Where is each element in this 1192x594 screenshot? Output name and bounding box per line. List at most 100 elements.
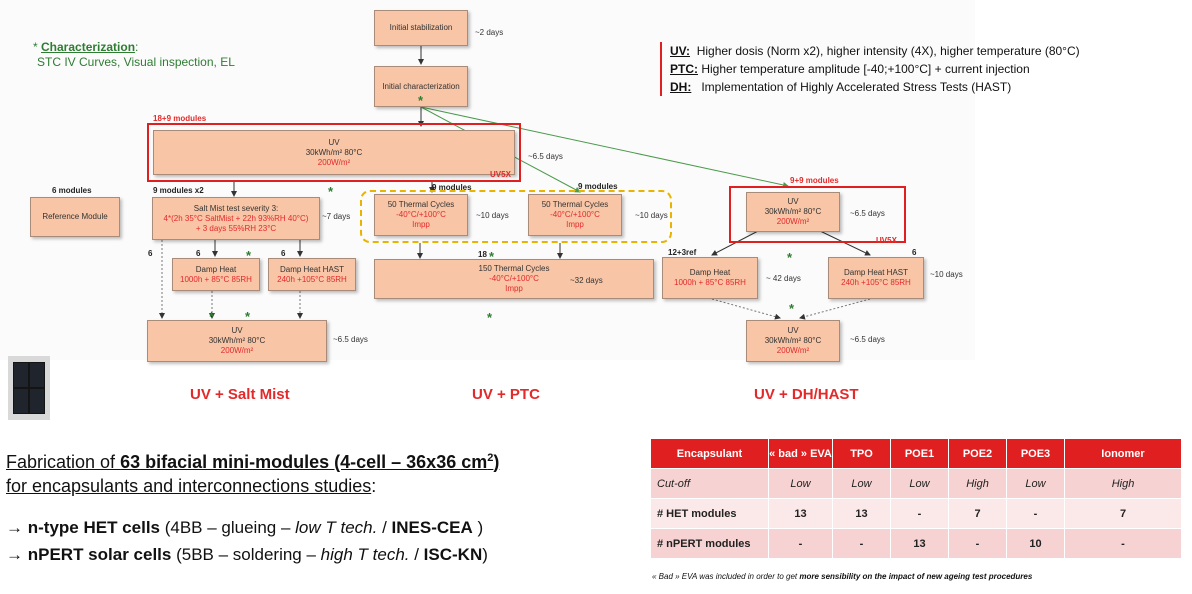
tc50a-count: 9 modules (432, 183, 472, 192)
table-header: TPO (832, 438, 891, 469)
tc150-count: 18 (478, 250, 487, 259)
table-cell: # HET modules (650, 498, 769, 529)
fabrication-text: Fabrication of 63 bifacial mini-modules … (6, 452, 500, 496)
bullet-npert: → nPERT solar cells (5BB – soldering – h… (6, 545, 488, 564)
star-icon: * (489, 249, 495, 264)
star-icon: * (789, 301, 795, 316)
star-icon: * (245, 309, 251, 324)
table-cell: Low (890, 468, 949, 499)
uv-bottom-left-box: UV 30kWh/m² 80°C 200W/m² (147, 320, 327, 362)
uv-right-box: UV 30kWh/m² 80°C 200W/m² (746, 192, 840, 232)
left-dotted-count: 6 (148, 249, 153, 258)
table-cell: - (768, 528, 833, 559)
group-label-salt-mist: UV + Salt Mist (190, 386, 290, 403)
characterization-note: * Characterization: STC IV Curves, Visua… (33, 40, 235, 69)
uv-right-duration: ~6.5 days (850, 209, 885, 218)
hast-right-duration: ~10 days (930, 270, 963, 279)
table-cell: 13 (832, 498, 891, 529)
table-footnote: « Bad » EVA was included in order to get… (652, 572, 1033, 581)
tc50a-box: 50 Thermal Cycles -40°C/+100°C Impp (374, 194, 468, 236)
dh-left-box: Damp Heat 1000h + 85°C 85RH (172, 258, 260, 291)
tc150-box: 150 Thermal Cycles -40°C/+100°C Impp (374, 259, 654, 299)
encapsulant-table: Encapsulant « bad » EVA TPO POE1 POE2 PO… (650, 438, 1182, 559)
tc50b-count: 9 modules (578, 182, 618, 191)
table-cell: Cut-off (650, 468, 769, 499)
table-cell: 13 (768, 498, 833, 529)
tc50a-duration: ~10 days (476, 211, 509, 220)
salt-mist-duration: ~7 days (322, 212, 351, 221)
table-cell: Low (832, 468, 891, 499)
uv-bottom-right-box: UV 30kWh/m² 80°C 200W/m² (746, 320, 840, 362)
star-icon: * (33, 40, 38, 54)
table-cell: Low (1006, 468, 1065, 499)
bullet-het: → n-type HET cells (4BB – glueing – low … (6, 518, 484, 537)
uv-main-tag: UV5X (490, 170, 511, 179)
reference-count: 6 modules (52, 186, 92, 195)
tc150-duration: ~32 days (570, 276, 603, 285)
arrow-dhr-to-uvb (711, 298, 781, 320)
initial-characterization-box: Initial characterization (374, 66, 468, 107)
uv-main-count: 18+9 modules (153, 114, 207, 123)
table-cell: - (1064, 528, 1182, 559)
table-header: POE3 (1006, 438, 1065, 469)
table-header: POE1 (890, 438, 949, 469)
table-row: # HET modules 13 13 - 7 - 7 (650, 498, 1182, 529)
table-cell: High (948, 468, 1007, 499)
dh-left-count: 6 (196, 249, 201, 258)
legend: UV: Higher dosis (Norm x2), higher inten… (660, 42, 1080, 96)
table-cell: 7 (1064, 498, 1182, 529)
table-cell: - (1006, 498, 1065, 529)
table-cell: 13 (890, 528, 949, 559)
tc50b-box: 50 Thermal Cycles -40°C/+100°C Impp (528, 194, 622, 236)
table-cell: - (832, 528, 891, 559)
dh-right-duration: ~ 42 days (766, 274, 801, 283)
uv-right-frame (729, 186, 906, 243)
table-cell: High (1064, 468, 1182, 499)
salt-mist-box: Salt Mist test severity 3: 4*(2h 35°C Sa… (152, 197, 320, 240)
hast-left-count: 6 (281, 249, 286, 258)
table-header: « bad » EVA (768, 438, 833, 469)
uv-bottom-left-duration: ~6.5 days (333, 335, 368, 344)
table-row: # nPERT modules - - 13 - 10 - (650, 528, 1182, 559)
dh-right-count: 12+3ref (668, 248, 697, 257)
initial-stabilization-box: Initial stabilization (374, 10, 468, 46)
uv-bottom-right-duration: ~6.5 days (850, 335, 885, 344)
table-header: Ionomer (1064, 438, 1182, 469)
reference-module-box: Reference Module (30, 197, 120, 237)
tc50b-duration: ~10 days (635, 211, 668, 220)
dh-right-box: Damp Heat 1000h + 85°C 85RH (662, 257, 758, 299)
table-cell: - (948, 528, 1007, 559)
group-label-ptc: UV + PTC (472, 386, 540, 403)
star-icon: * (787, 250, 793, 265)
uv-main-frame (147, 123, 521, 182)
legend-item-dh: DH: Implementation of Highly Accelerated… (670, 80, 1012, 94)
star-icon: * (246, 248, 252, 263)
uv-right-count: 9+9 modules (790, 176, 839, 185)
initial-stabilization-duration: ~2 days (475, 28, 504, 37)
table-cell: 7 (948, 498, 1007, 529)
table-cell: Low (768, 468, 833, 499)
characterization-title: Characterization (41, 40, 136, 54)
table-header-row: Encapsulant « bad » EVA TPO POE1 POE2 PO… (650, 438, 1182, 469)
group-label-dh-hast: UV + DH/HAST (754, 386, 859, 403)
salt-mist-count: 9 modules x2 (153, 186, 204, 195)
ptc-group-frame (360, 190, 672, 243)
legend-item-ptc: PTC: Higher temperature amplitude [-40;+… (670, 62, 1030, 76)
star-icon: * (487, 310, 493, 325)
table-cell: # nPERT modules (650, 528, 769, 559)
legend-item-uv: UV: Higher dosis (Norm x2), higher inten… (670, 44, 1080, 58)
table-header: Encapsulant (650, 438, 769, 469)
hast-right-count: 6 (912, 248, 917, 257)
star-icon: * (328, 184, 334, 199)
star-icon: * (209, 309, 215, 324)
uv-main-box: UV 30kWh/m² 80°C 200W/m² (153, 130, 515, 175)
star-icon: * (418, 93, 424, 108)
solar-module-photo (8, 356, 50, 420)
hast-right-box: Damp Heat HAST 240h +105°C 85RH (828, 257, 924, 299)
hast-left-box: Damp Heat HAST 240h +105°C 85RH (268, 258, 356, 291)
uv-right-tag: UV5X (876, 236, 897, 245)
arrow-char-to-uv-right (420, 106, 789, 188)
characterization-details: STC IV Curves, Visual inspection, EL (37, 55, 235, 69)
table-row: Cut-off Low Low Low High Low High (650, 468, 1182, 499)
table-cell: - (890, 498, 949, 529)
